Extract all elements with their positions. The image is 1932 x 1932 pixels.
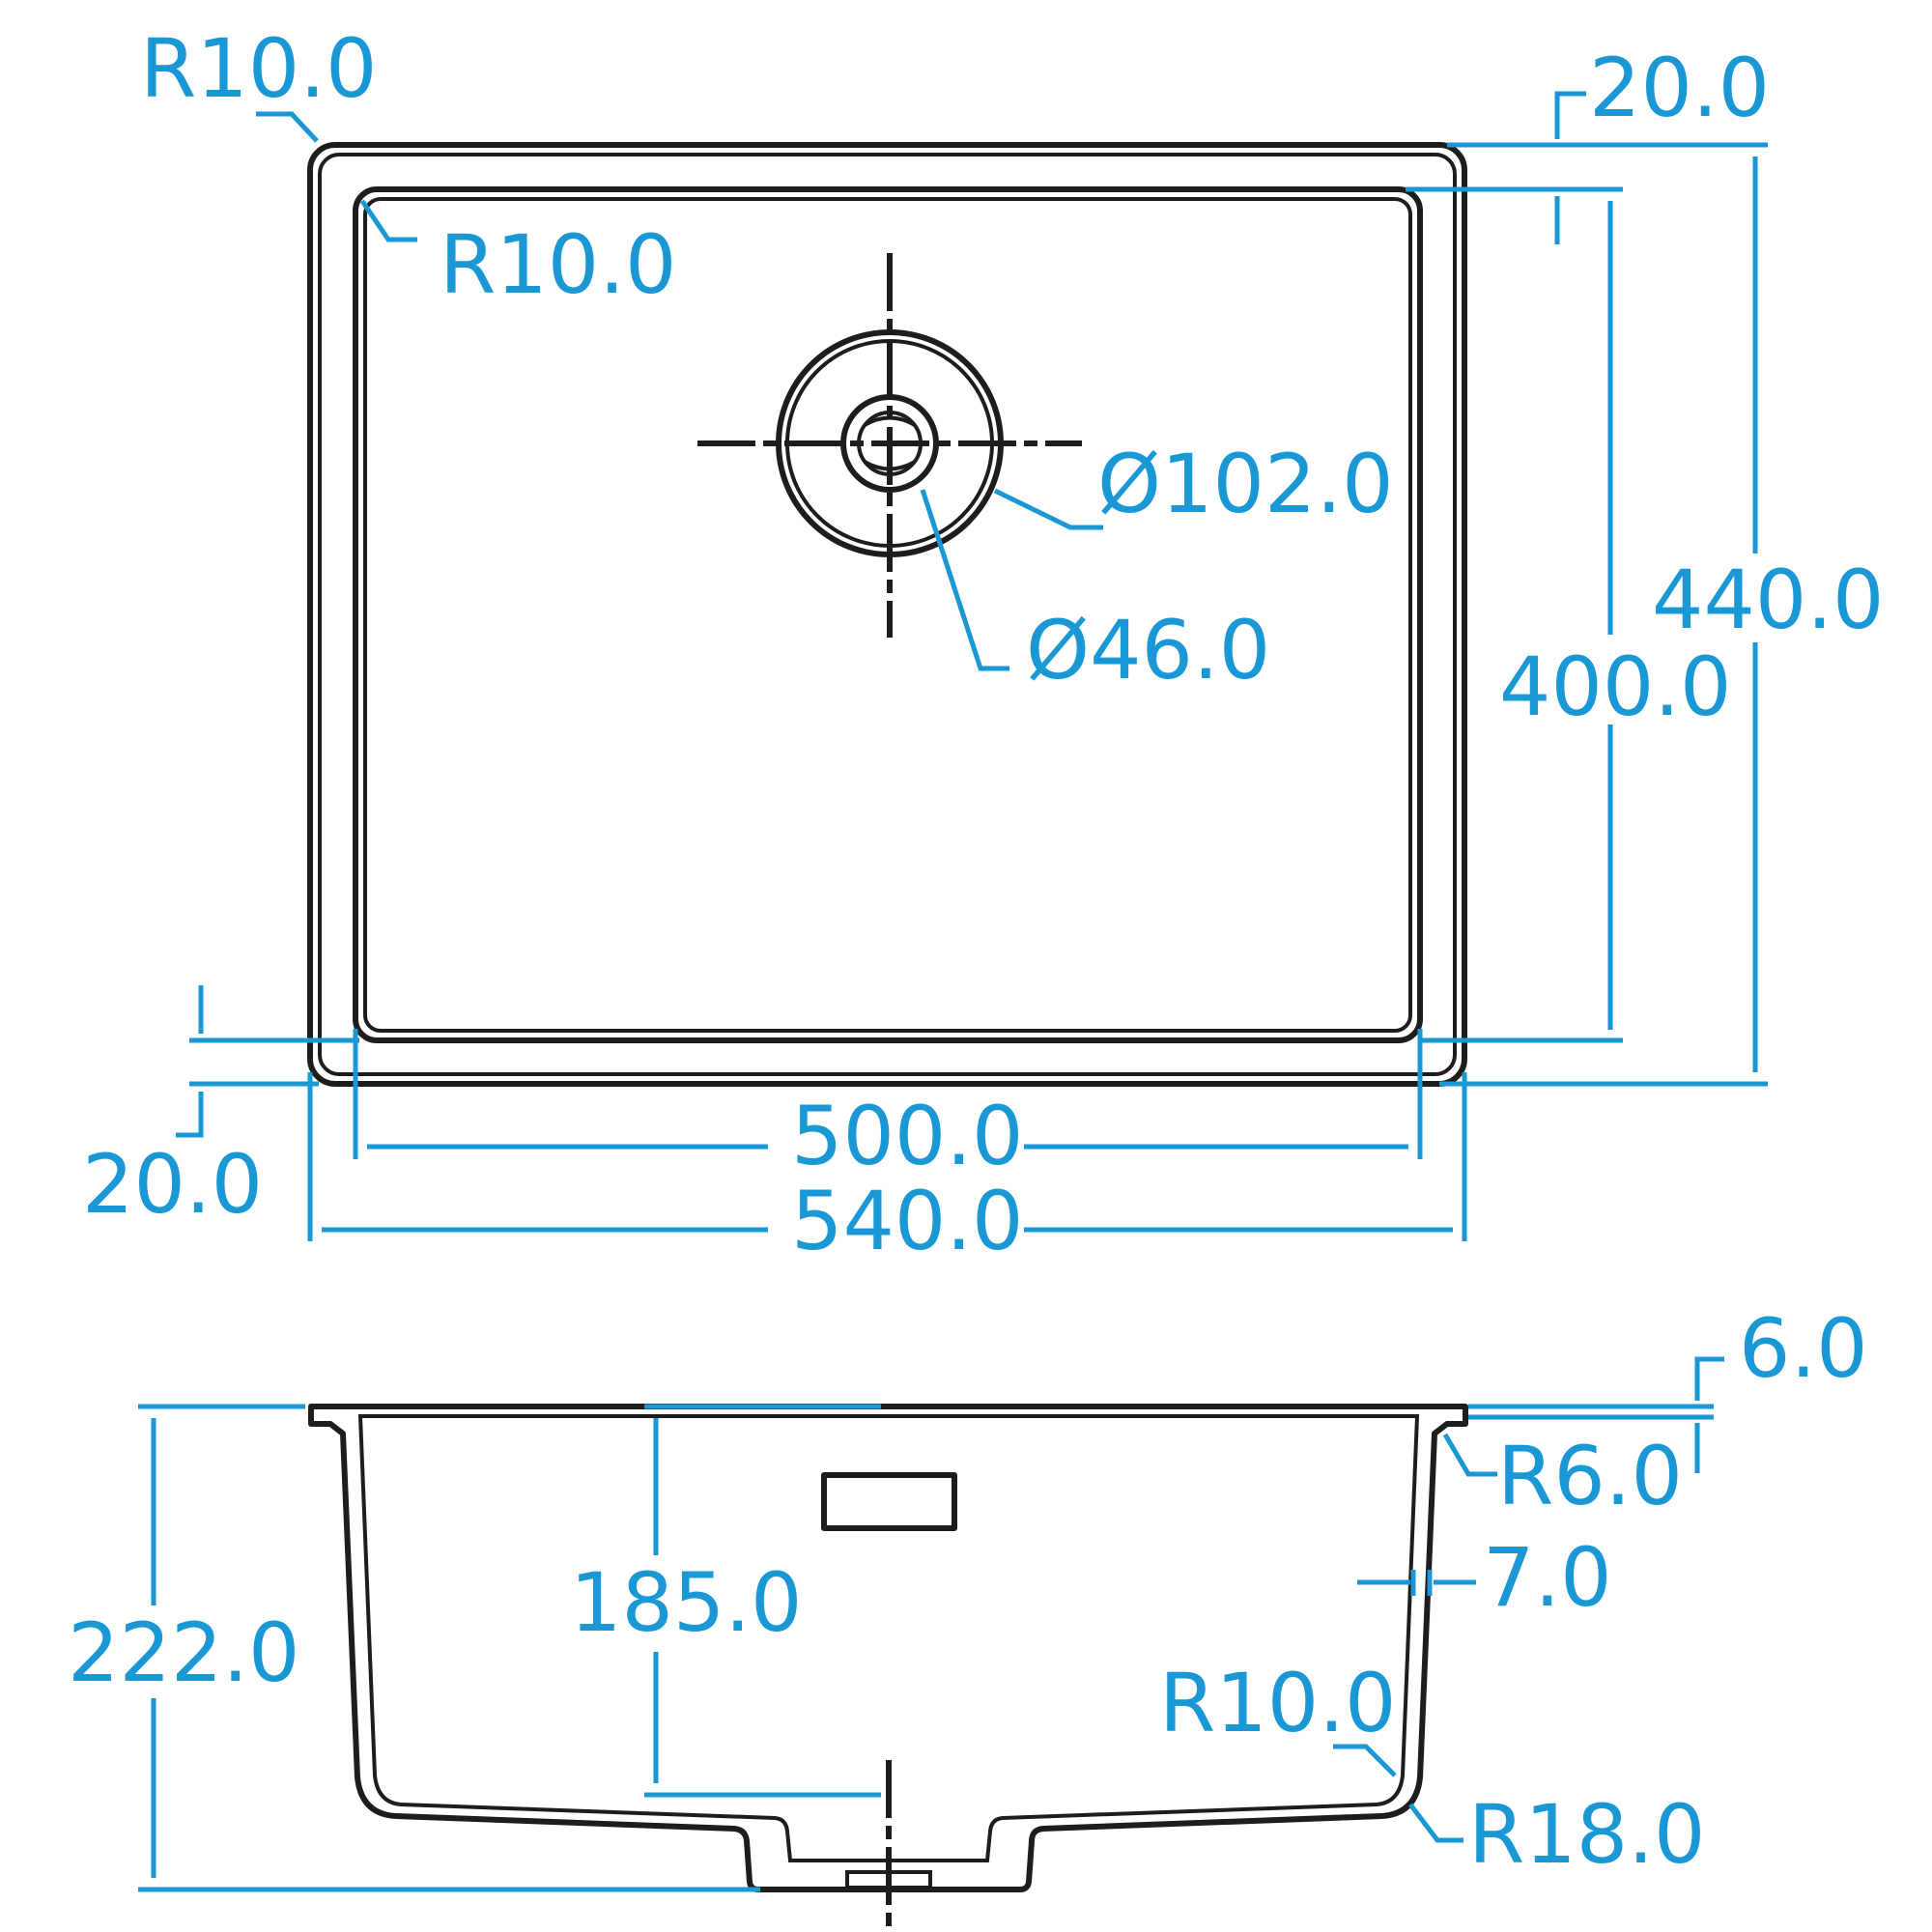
basin-inner-line: [363, 197, 1412, 1033]
drain-inner-diameter-label: Ø46.0: [1026, 603, 1270, 697]
inner-bottom-radius-label: R10.0: [1159, 1656, 1396, 1750]
outer-rim-outline: [307, 142, 1467, 1087]
top-view: R10.0 R10.0 Ø102.0 Ø46.0 20.0 400.0 440.…: [82, 21, 1884, 1268]
flange-radius-label: R6.0: [1497, 1429, 1683, 1523]
section-view: 6.0 R6.0 7.0 185.0 222.0 R10.0 R18.0: [68, 1301, 1868, 1932]
rim-top-arrow-upper: [1554, 91, 1586, 139]
wall-thickness-label: 7.0: [1483, 1530, 1612, 1625]
flange-radius-leader: [1442, 1433, 1497, 1477]
rim-width-top-label: 20.0: [1589, 41, 1770, 135]
outer-width-label: 540.0: [791, 1174, 1023, 1268]
outer-rim-inner-line: [318, 153, 1457, 1076]
inner-bottom-radius-leader: [1333, 1744, 1397, 1777]
inner-height-label: 400.0: [1499, 639, 1731, 734]
basin-section-outer: [308, 1404, 1468, 1892]
outer-depth-label: 222.0: [68, 1605, 299, 1700]
inner-depth-label: 185.0: [570, 1555, 802, 1650]
outer-radius-leader: [256, 111, 319, 143]
drain-outer-diameter-leader: [993, 488, 1103, 530]
drain-top: [697, 253, 1082, 638]
rim-bottom-arrow-lower: [176, 1092, 204, 1138]
basin-outline: [353, 186, 1423, 1043]
flange-thickness-label: 6.0: [1739, 1301, 1868, 1396]
inner-corner-radius-label: R10.0: [440, 217, 676, 312]
overflow-slot: [821, 1472, 957, 1531]
inner-width-label: 500.0: [791, 1089, 1023, 1183]
outer-bottom-radius-leader: [1408, 1803, 1463, 1843]
flange-arrow-upper: [1694, 1356, 1724, 1401]
rim-width-bottom-label: 20.0: [82, 1137, 263, 1232]
drain-outer-diameter-label: Ø102.0: [1097, 437, 1394, 531]
inner-radius-leader: [359, 199, 417, 242]
outer-height-label: 440.0: [1652, 553, 1884, 647]
waste-fitting: [845, 1870, 932, 1889]
outer-corner-radius-label: R10.0: [140, 21, 377, 116]
outer-bottom-radius-label: R18.0: [1468, 1787, 1705, 1882]
basin-section-inner: [357, 1414, 1420, 1862]
drain-inner-diameter-leader: [920, 489, 1009, 671]
